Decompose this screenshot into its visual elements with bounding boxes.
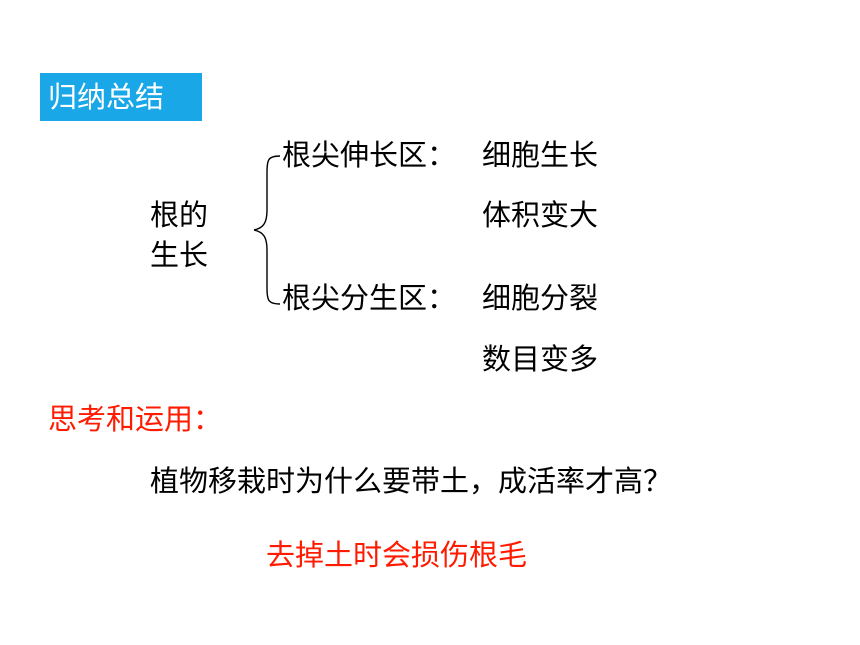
meristem-detail-2: 数目变多 xyxy=(482,342,599,376)
root-growth-label-line1: 根的 xyxy=(150,198,209,232)
summary-badge xyxy=(40,73,202,121)
elongation-zone-label: 根尖伸长区： xyxy=(282,138,457,172)
meristem-detail-1: 细胞分裂 xyxy=(482,281,599,315)
thinking-heading: 思考和运用： xyxy=(48,402,223,436)
elongation-detail-2: 体积变大 xyxy=(482,198,599,232)
root-growth-label-line2: 生长 xyxy=(150,238,209,272)
elongation-detail-1: 细胞生长 xyxy=(482,138,599,172)
thinking-question: 植物移栽时为什么要带土，成活率才高？ xyxy=(150,464,673,498)
curly-brace-icon xyxy=(253,155,281,305)
summary-title: 归纳总结 xyxy=(48,80,165,114)
meristem-zone-label: 根尖分生区： xyxy=(282,281,457,315)
thinking-answer: 去掉土时会损伤根毛 xyxy=(266,538,528,572)
